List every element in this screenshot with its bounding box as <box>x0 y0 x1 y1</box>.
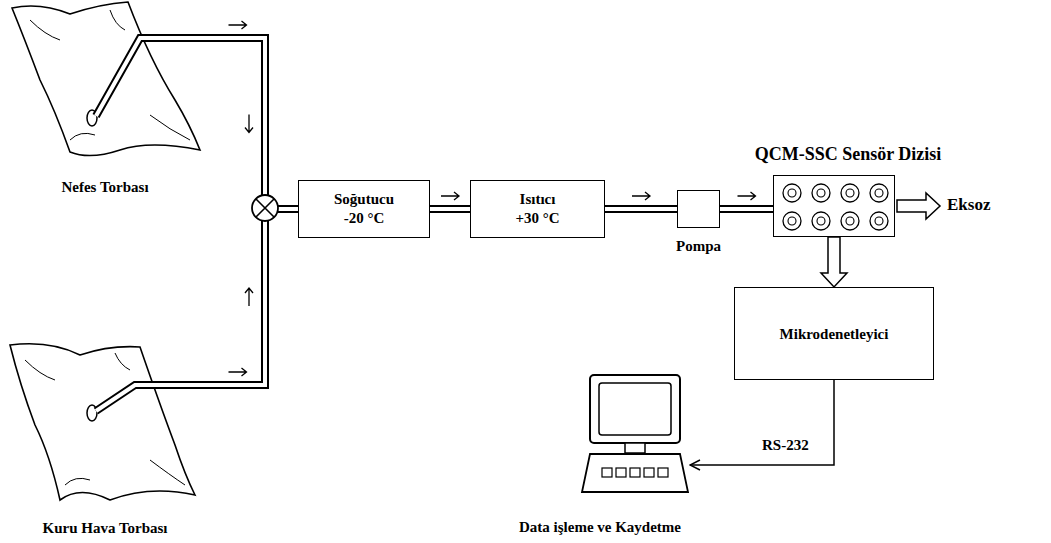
gas-pipe <box>720 192 773 209</box>
box-title: Isıtıcı <box>515 190 559 209</box>
flow-arrow <box>229 21 247 29</box>
sensor-crystal <box>817 189 825 197</box>
pipe-bore <box>430 207 470 211</box>
computer-illustration <box>580 372 690 500</box>
sensor-ring <box>783 184 801 202</box>
pipe-wall <box>720 205 773 213</box>
bag-tube-inner <box>96 38 210 116</box>
data-arrow <box>821 237 847 287</box>
pipe-bore <box>210 38 298 209</box>
bag-wrinkle <box>25 353 185 485</box>
gas-pipe <box>210 209 298 385</box>
exhaust-arrow <box>897 193 940 219</box>
bag-tube <box>96 385 210 411</box>
gas-bag: Kuru Hava Torbası <box>0 335 210 505</box>
keyboard-key <box>644 468 654 477</box>
gas-pipe <box>430 192 470 209</box>
box-text: Soğutucu-20 °C <box>334 190 394 228</box>
keyboard-key <box>658 468 668 477</box>
node-label: Kuru Hava Torbası <box>42 519 167 538</box>
keyboard-key <box>602 468 612 477</box>
sensor-array <box>774 176 896 238</box>
node-label: QCM-SSC Sensör Dizisi <box>755 145 942 164</box>
bag-illustration <box>0 335 210 505</box>
bag-outline <box>12 2 200 156</box>
mixing-valve <box>252 195 278 221</box>
sensor-crystal <box>846 217 854 225</box>
node-label: Data işleme ve Kaydetme <box>519 518 681 537</box>
flow-arrow <box>229 368 247 376</box>
flow-arrow <box>632 192 650 200</box>
pipe-wall <box>605 205 677 213</box>
pipe-bore <box>720 207 773 211</box>
sensor-crystal <box>875 217 883 225</box>
box-value: +30 °C <box>515 209 559 228</box>
exhaust-label: Eksoz <box>945 195 992 214</box>
box-title: Soğutucu <box>334 190 394 209</box>
bag-tube-inner <box>96 385 210 411</box>
flow-arrow <box>441 192 459 200</box>
sensor-crystal <box>817 217 825 225</box>
keyboard-key <box>630 468 640 477</box>
link-line <box>690 380 834 465</box>
sensor-ring <box>870 212 888 230</box>
process-box: Mikrodenetleyici <box>734 287 934 380</box>
node-label: Pompa <box>676 237 721 256</box>
box-title: Mikrodenetleyici <box>780 324 889 343</box>
flow-arrow <box>738 192 756 200</box>
edge-label: RS-232 <box>760 436 811 455</box>
gas-pipe <box>605 192 677 209</box>
keyboard <box>582 454 688 492</box>
sensor-crystal <box>788 189 796 197</box>
valve-circle <box>252 195 278 221</box>
monitor-neck <box>625 443 645 453</box>
pipe-wall <box>210 38 298 209</box>
sensor-crystal <box>875 189 883 197</box>
sensor-ring <box>783 212 801 230</box>
node-label: Nefes Torbası <box>61 178 148 197</box>
process-box: QCM-SSC Sensör Dizisi <box>773 175 895 237</box>
pipe-wall <box>430 205 470 213</box>
process-box: Soğutucu-20 °C <box>298 180 430 238</box>
valve-cross <box>256 199 274 217</box>
sensor-ring <box>841 184 859 202</box>
bag-wrinkle <box>30 10 190 140</box>
process-box: Isıtıcı+30 °C <box>470 180 605 238</box>
process-box: Pompa <box>677 190 720 228</box>
box-text: Isıtıcı+30 °C <box>515 190 559 228</box>
box-text: Mikrodenetleyici <box>780 324 889 343</box>
flow-arrow <box>245 115 253 133</box>
monitor-frame <box>590 375 680 443</box>
pipe-wall <box>210 209 298 385</box>
sensor-crystal <box>788 217 796 225</box>
gas-bag: Nefes Torbası <box>0 0 210 160</box>
pipe-bore <box>605 207 677 211</box>
flow-arrow <box>245 288 253 306</box>
sensor-crystal <box>846 189 854 197</box>
keyboard-key <box>616 468 626 477</box>
sensor-ring <box>870 184 888 202</box>
computer: Data işleme ve Kaydetme <box>580 372 690 500</box>
sensor-ring <box>812 212 830 230</box>
sensor-ring <box>812 184 830 202</box>
hollow-arrow <box>821 237 847 287</box>
bag-tube <box>96 38 210 116</box>
sensor-ring <box>841 212 859 230</box>
monitor-screen <box>599 383 671 435</box>
bag-illustration <box>0 0 210 160</box>
pipe-bore <box>210 209 298 385</box>
bag-outline <box>10 344 195 500</box>
serial-link <box>690 380 834 465</box>
box-value: -20 °C <box>334 209 394 228</box>
gas-pipe <box>210 21 298 209</box>
